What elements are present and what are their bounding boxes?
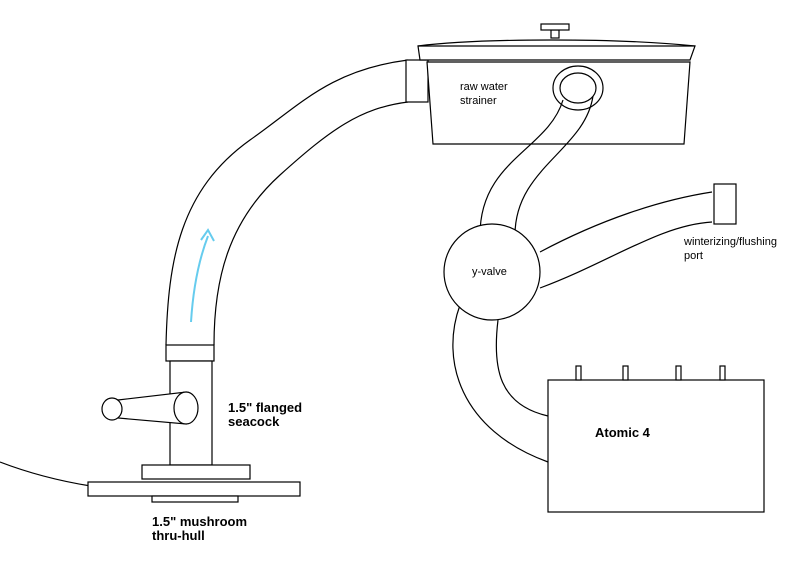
engine-label: Atomic 4 [595,425,651,440]
thruhull-label-line1: 1.5" mushroom [152,514,247,529]
intake-hose [165,59,409,346]
raw-water-strainer [417,23,696,145]
seacock-label-line1: 1.5" flanged [228,400,302,415]
strainer-inlet-fitting [405,59,429,103]
thruhull-label-line2: thru-hull [152,528,205,543]
mushroom-thru-hull [87,481,301,503]
y-valve [443,223,541,321]
strainer-label-line1: raw water [460,81,508,93]
flushing-port-hose [539,191,713,289]
flushing-port-fitting [713,183,737,225]
flanged-seacock [101,344,251,480]
port-label-line1: winterizing/flushing [683,236,777,248]
atomic-4-engine [547,365,765,513]
strainer-label-line2: strainer [460,95,497,107]
seacock-label-line2: seacock [228,414,280,429]
valve-to-engine-hose [452,304,549,463]
strainer-to-valve-hose [479,95,594,236]
flow-direction-arrow-icon [190,228,215,323]
yvalve-label: y-valve [472,266,507,278]
port-label-line2: port [684,250,703,262]
